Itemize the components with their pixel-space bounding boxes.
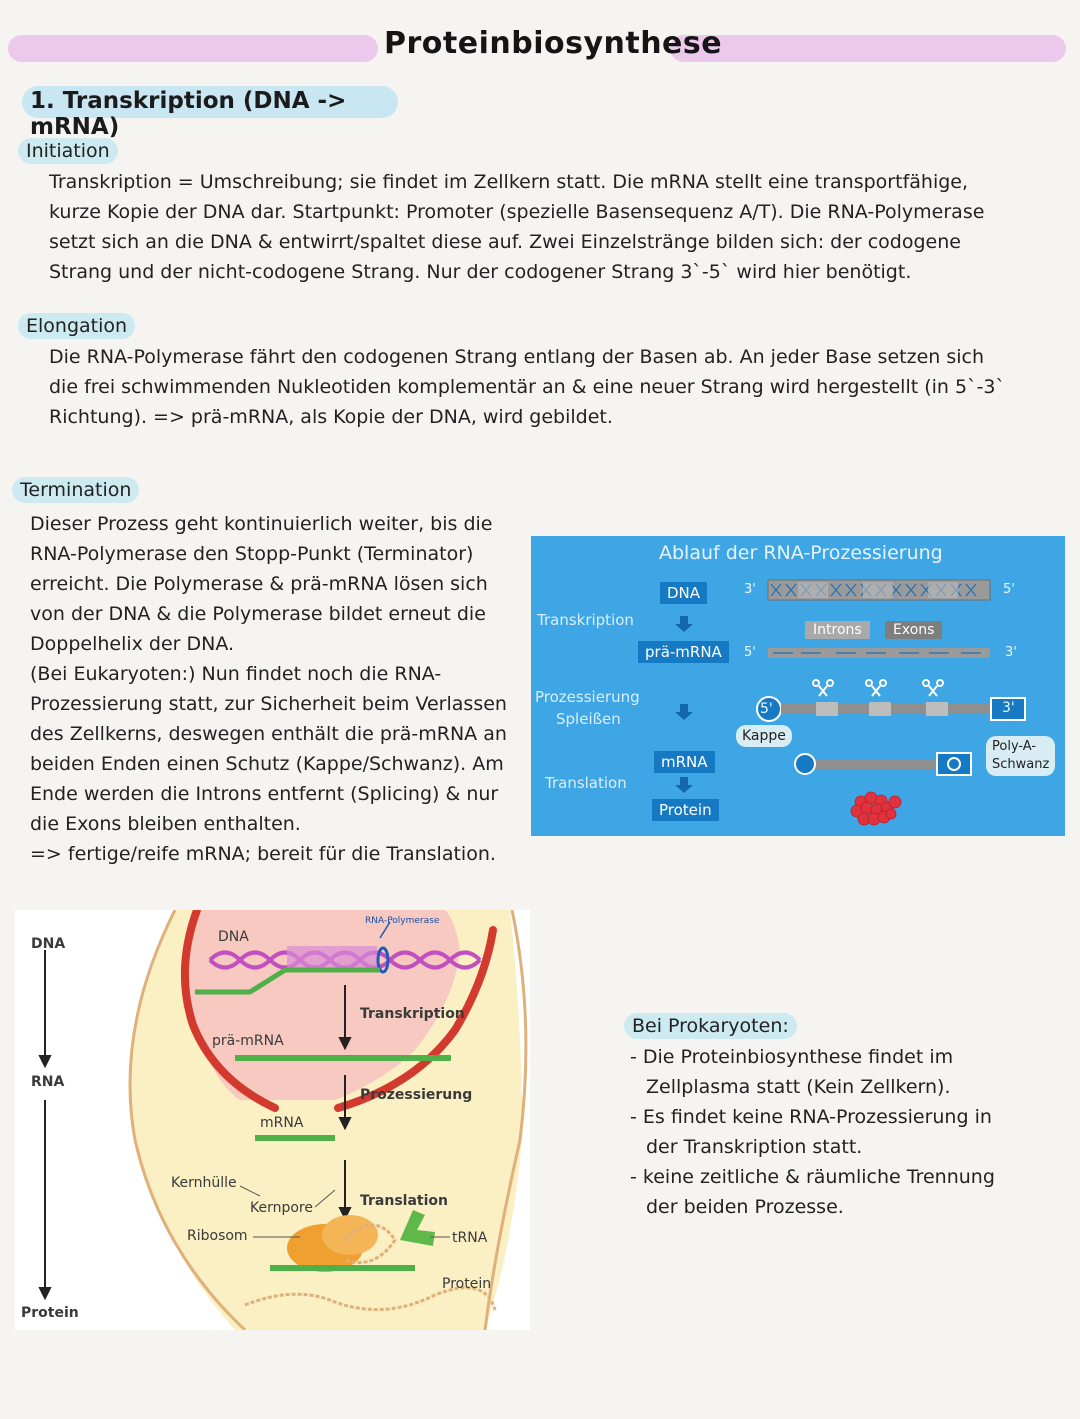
step-label-transkription: Transkription: [537, 611, 634, 629]
initiation-line: Transkription = Umschreibung; sie findet…: [49, 171, 969, 193]
label-kernhuelle: Kernhülle: [171, 1175, 237, 1191]
title-decoration-right: [670, 35, 1066, 62]
rna-processing-diagram: Ablauf der RNA-Prozessierung Transkripti…: [531, 536, 1065, 836]
label-prozessierung: Prozessierung: [360, 1087, 473, 1103]
prokaryoten-line: der Transkription statt.: [646, 1136, 863, 1158]
note-kappe: Kappe: [736, 725, 792, 747]
termination-line: Prozessierung statt, zur Sicherheit beim…: [30, 693, 507, 715]
rna-processing-graphics: [675, 579, 1026, 826]
title-decoration-left: [8, 35, 378, 62]
termination-line: Ende werden die Introns entfernt (Splici…: [30, 783, 499, 805]
label-protein: Protein: [442, 1276, 492, 1292]
termination-line: => fertige/reife mRNA; bereit für die Tr…: [30, 843, 496, 865]
tag-initiation: Initiation: [18, 138, 118, 164]
label-dna: DNA: [218, 929, 249, 945]
step-label-translation: Translation: [545, 774, 627, 792]
termination-text: Dieser Prozess geht kontinuierlich weite…: [30, 509, 507, 869]
termination-line: erreicht. Die Polymerase & prä-mRNA löse…: [30, 573, 488, 595]
termination-line: (Bei Eukaryoten:) Nun findet noch die RN…: [30, 663, 442, 685]
termination-line: die Exons bleiben enthalten.: [30, 813, 301, 835]
elongation-line: die frei schwimmenden Nukleotiden komple…: [49, 376, 1006, 398]
label-transkription: Transkription: [360, 1006, 465, 1022]
initiation-line: Strang und der nicht-codogene Strang. Nu…: [49, 261, 912, 283]
chip-protein: Protein: [652, 799, 719, 821]
label-mrna: mRNA: [260, 1115, 304, 1131]
page-title: Proteinbiosynthese: [384, 26, 723, 61]
label-pra-mrna: prä-mRNA: [212, 1033, 284, 1049]
step-label-spleissen: Spleißen: [556, 710, 621, 728]
note-tail-line-2: Schwanz: [992, 757, 1050, 772]
tag-elongation: Elongation: [18, 313, 136, 339]
step-label-prozessierung: Prozessierung: [535, 688, 640, 706]
termination-line: des Zellkerns, deswegen enthält die prä-…: [30, 723, 507, 745]
dna-end-3: 3': [744, 582, 756, 597]
tag-prokaryoten: Bei Prokaryoten:: [624, 1013, 797, 1039]
rna-processing-title: Ablauf der RNA-Prozessierung: [659, 542, 943, 564]
label-kernpore: Kernpore: [250, 1200, 313, 1216]
note-tail-line-1: Poly-A-: [992, 739, 1037, 754]
chip-pra-mrna: prä-mRNA: [638, 641, 729, 663]
termination-line: beiden Enden einen Schutz (Kappe/Schwanz…: [30, 753, 504, 775]
label-introns: Introns: [805, 621, 870, 639]
cell-diagram-graphics: [38, 910, 528, 1330]
chip-mrna: mRNA: [654, 751, 715, 773]
label-exons: Exons: [885, 621, 943, 639]
cell-diagram: DNA RNA Protein DNA RNA-Polymerase Trans…: [15, 910, 530, 1330]
elongation-line: Richtung). => prä-mRNA, als Kopie der DN…: [49, 406, 613, 428]
termination-line: von der DNA & die Polymerase bildet erne…: [30, 603, 486, 625]
mrna-end-5: 5': [744, 645, 756, 660]
tail-3-label: 3': [1002, 700, 1015, 716]
termination-line: RNA-Polymerase den Stopp-Punkt (Terminat…: [30, 543, 474, 565]
initiation-line: setzt sich an die DNA & entwirrt/spaltet…: [49, 231, 961, 253]
dna-end-5: 5': [1003, 582, 1015, 597]
label-rna-polymerase: RNA-Polymerase: [365, 916, 440, 926]
prokaryoten-line: - Die Proteinbiosynthese findet im: [630, 1046, 954, 1068]
prokaryoten-line: - keine zeitliche & räumliche Trennung: [630, 1166, 995, 1188]
left-axis-rna: RNA: [31, 1074, 65, 1090]
note-poly-a-schwanz: Poly-A- Schwanz: [986, 736, 1056, 776]
prokaryoten-line: - Es findet keine RNA-Prozessierung in: [630, 1106, 992, 1128]
cap-5-label: 5': [760, 701, 773, 717]
label-trna: tRNA: [452, 1230, 488, 1246]
elongation-text: Die RNA-Polymerase fährt den codogenen S…: [49, 342, 1005, 432]
section-heading-transkription: 1. Transkription (DNA -> mRNA): [22, 86, 398, 140]
tag-termination: Termination: [12, 477, 140, 503]
left-axis-dna: DNA: [31, 936, 66, 952]
label-translation: Translation: [360, 1193, 448, 1209]
mrna-end-3: 3': [1005, 645, 1017, 660]
elongation-line: Die RNA-Polymerase fährt den codogenen S…: [49, 346, 985, 368]
label-ribosom: Ribosom: [187, 1228, 248, 1244]
left-axis-protein: Protein: [21, 1305, 79, 1321]
chip-dna: DNA: [660, 582, 708, 604]
initiation-text: Transkription = Umschreibung; sie findet…: [49, 167, 984, 287]
initiation-line: kurze Kopie der DNA dar. Startpunkt: Pro…: [49, 201, 985, 223]
termination-line: Doppelhelix der DNA.: [30, 633, 235, 655]
termination-line: Dieser Prozess geht kontinuierlich weite…: [30, 513, 493, 535]
prokaryoten-line: Zellplasma statt (Kein Zellkern).: [646, 1076, 951, 1098]
prokaryoten-text: - Die Proteinbiosynthese findet im Zellp…: [630, 1042, 995, 1222]
prokaryoten-line: der beiden Prozesse.: [646, 1196, 844, 1218]
